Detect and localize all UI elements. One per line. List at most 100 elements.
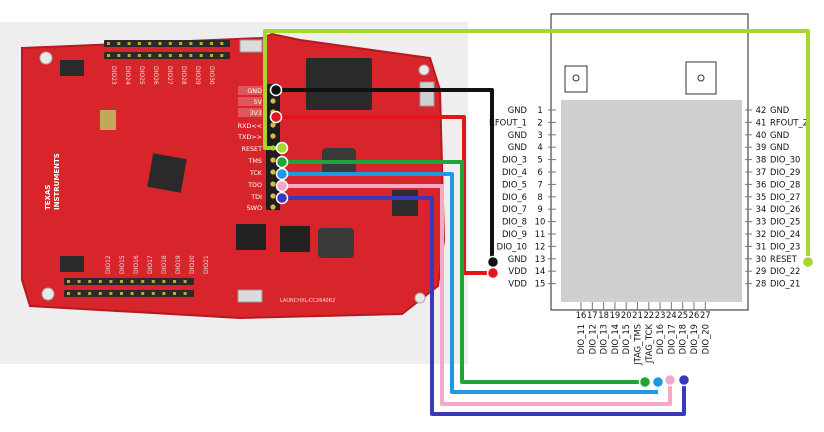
wire-endpoint-gnd: [486, 255, 500, 269]
module-pin-number: 40: [756, 130, 767, 140]
wire-endpoint-vdd: [269, 110, 283, 124]
switch: [239, 39, 263, 53]
header-pin: [117, 54, 121, 57]
module-pin-number: 15: [535, 279, 546, 289]
module-pin-number: 13: [535, 254, 546, 264]
wire-endpoint-reset: [801, 255, 815, 269]
wire-endpoint-tck: [275, 167, 289, 181]
header-pin: [183, 292, 187, 295]
module-pin-number: 36: [756, 179, 767, 189]
wire-tck: [282, 172, 658, 394]
ti-brand-line-1: TEXAS: [44, 185, 52, 210]
usb-connector: [419, 81, 435, 107]
header-pin: [117, 42, 121, 45]
module-pin-name: DIO_22: [770, 266, 800, 276]
module-pin-name: DIO_4: [502, 167, 527, 177]
module-pin-number: 38: [756, 155, 767, 165]
debugger-chip: [306, 58, 372, 110]
antenna-pad-left: [564, 65, 588, 93]
module-pin-name: JTAG_TMS: [633, 324, 643, 366]
silk-label: DIO25: [138, 66, 145, 85]
header-pin: [220, 42, 224, 45]
module-pin-number: 18: [598, 310, 609, 320]
module-pin-name: DIO_11: [576, 324, 586, 354]
header-pin: [270, 157, 276, 163]
header-label-box: [238, 108, 262, 117]
module-pin-number: 2: [537, 117, 542, 127]
header-pin: [127, 42, 131, 45]
module-pin-name: DIO_9: [502, 229, 527, 239]
module-pin-name: GND: [770, 142, 789, 152]
module-pin-number: 8: [537, 192, 542, 202]
module-pin-number: 5: [537, 155, 542, 165]
antenna-dot: [697, 74, 705, 82]
module-pin-number: 11: [535, 229, 546, 239]
module-pin-name: GND: [508, 254, 527, 264]
header-pin: [173, 280, 176, 283]
module-pin-name: VDD: [508, 279, 527, 289]
module-pin-name: GND: [770, 130, 789, 140]
header-pin: [109, 280, 113, 283]
header-label-box: [238, 86, 262, 95]
module-pin-number: 22: [643, 310, 654, 320]
header-pin: [162, 280, 166, 283]
silk-label: DIO12: [105, 255, 112, 274]
header-label: 3V3: [249, 109, 262, 117]
wire-gnd: [276, 88, 494, 262]
module-pin-name: DIO_8: [502, 217, 527, 227]
header-pin: [109, 292, 113, 295]
header-pin: [98, 292, 102, 295]
jumper-block: [236, 224, 266, 250]
module-pin-number: 42: [756, 105, 767, 115]
mounting-hole: [41, 287, 55, 301]
module-pin-name: DIO_10: [497, 241, 527, 251]
silk-label: DIO18: [161, 255, 168, 274]
jumper-block: [280, 226, 310, 252]
header-label: TCK: [249, 169, 263, 177]
silk-label: DIO26: [152, 66, 159, 85]
wire-endpoint-tdo: [275, 179, 289, 193]
header-pin: [98, 280, 102, 283]
header-pin: [199, 54, 203, 57]
header-pin: [162, 292, 166, 295]
module-pin-number: 20: [621, 310, 632, 320]
header-label: GND: [247, 87, 262, 95]
module-pin-name: DIO_18: [678, 324, 688, 354]
silk-label: DIO15: [119, 255, 126, 274]
silk-label: DIO19: [175, 255, 182, 274]
silk-label: DIO16: [133, 255, 140, 274]
wire-endpoint-tms: [275, 155, 289, 169]
module-pin-number: 39: [756, 142, 767, 152]
module-pin-name: DIO_13: [599, 324, 609, 354]
header-pin: [168, 54, 172, 57]
module-pin-number: 31: [756, 241, 767, 251]
module-pin-number: 3: [537, 130, 542, 140]
module-pin-number: 29: [756, 266, 767, 276]
header-pin: [199, 42, 203, 45]
module-pin-name: DIO_27: [770, 192, 800, 202]
module-pin-name: GND: [508, 105, 527, 115]
silk-label: DIO29: [194, 66, 201, 85]
wire-tdo: [282, 184, 672, 406]
module-pin-name: DIO_20: [700, 324, 710, 354]
module-pin-name: RESET: [770, 254, 798, 264]
header-label: RXD<<: [238, 122, 262, 130]
header-pin: [270, 204, 276, 210]
header-label: TDO: [247, 181, 262, 189]
module-pin-number: 24: [666, 310, 677, 320]
module-pin-number: 26: [689, 310, 700, 320]
header-pin: [130, 280, 134, 283]
header-pin: [137, 54, 141, 57]
antenna-pad-right: [685, 61, 717, 95]
module-pin-number: 1: [537, 105, 542, 115]
module-pin-number: 35: [756, 192, 767, 202]
silk-label: DIO28: [180, 66, 187, 85]
module-pin-name: DIO_19: [689, 324, 699, 354]
header-pin: [189, 42, 193, 45]
inductor: [318, 228, 354, 258]
